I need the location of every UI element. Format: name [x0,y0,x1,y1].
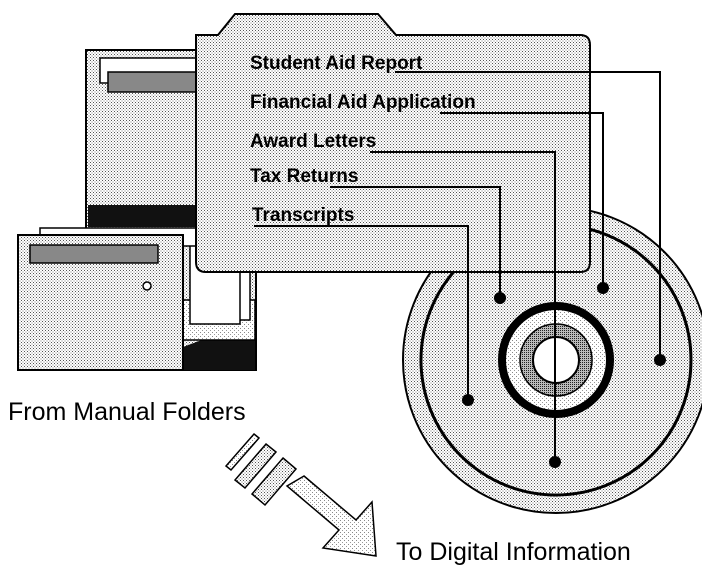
folder-label-list: Student Aid Report Financial Aid Applica… [250,53,476,226]
connector-award-letters [370,151,556,462]
endpoint-dot [549,456,561,468]
connector-tax-returns [330,186,501,298]
connector-lines [254,71,661,462]
endpoint-dot [597,282,609,294]
label-award-letters: Award Letters [250,131,376,152]
caption-from-manual-folders: From Manual Folders [8,398,246,426]
connector-transcripts [254,225,469,400]
arrow-head [285,475,377,557]
connector-student-aid-report [395,71,661,360]
drawer-label-slot [29,244,159,264]
drawer-keyhole [142,281,152,291]
arrow-stripe [233,442,278,490]
arrow-stripe [250,456,298,507]
document-folder [195,13,591,273]
caption-to-digital-information: To Digital Information [396,538,631,566]
transition-arrow [224,432,377,557]
label-tax-returns: Tax Returns [250,166,358,187]
label-student-aid-report: Student Aid Report [250,53,423,74]
endpoint-dot [494,292,506,304]
connector-endpoints [462,282,666,468]
endpoint-dot [654,354,666,366]
label-financial-aid-application: Financial Aid Application [250,92,476,113]
endpoint-dot [462,394,474,406]
folder-shape [195,13,591,273]
connector-financial-aid-application [440,112,604,288]
label-transcripts: Transcripts [252,205,354,226]
arrow-stripe [224,432,261,472]
